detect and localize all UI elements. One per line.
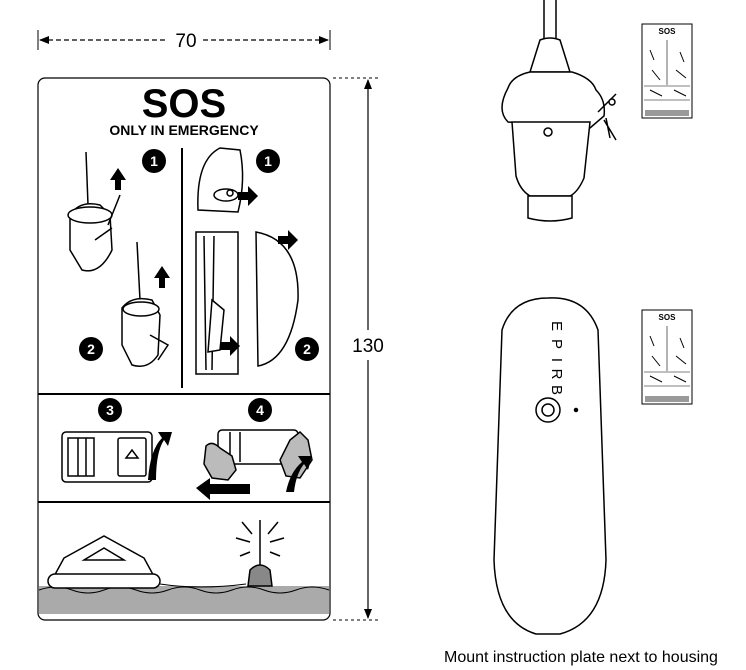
activation-switch-illustration	[62, 432, 152, 482]
step-3-badge: 3	[98, 398, 122, 422]
svg-text:2: 2	[87, 341, 95, 357]
svg-text:4: 4	[256, 402, 264, 418]
mini-instruction-plate-top: SOS	[642, 24, 692, 118]
water-band	[39, 586, 329, 614]
plate-subtitle: ONLY IN EMERGENCY	[109, 122, 259, 138]
caption: Mount instruction plate next to housing	[444, 649, 718, 667]
height-label: 130	[352, 336, 384, 357]
svg-text:P: P	[548, 339, 565, 349]
svg-text:2: 2	[303, 341, 311, 357]
instruction-plate: SOS ONLY IN EMERGENCY 1 1 2 2 3 4	[38, 78, 330, 620]
height-dimension: 130	[333, 78, 384, 620]
step-4-badge: 4	[248, 398, 272, 422]
svg-text:B: B	[548, 385, 565, 395]
svg-text:SOS: SOS	[659, 313, 677, 322]
svg-text:1: 1	[150, 153, 158, 169]
svg-text:R: R	[548, 369, 565, 380]
plate-title: SOS	[142, 82, 226, 126]
svg-text:SOS: SOS	[659, 27, 677, 36]
width-label: 70	[175, 31, 196, 52]
svg-text:E: E	[548, 321, 565, 331]
step-1-left-badge: 1	[142, 149, 166, 173]
svg-text:1: 1	[264, 153, 272, 169]
svg-text:3: 3	[106, 402, 114, 418]
mini-instruction-plate-front: SOS	[642, 310, 692, 404]
step-2-right-badge: 2	[295, 337, 319, 361]
beacon-bracket-view	[502, 0, 616, 221]
step-1-right-badge: 1	[256, 149, 280, 173]
step-2-left-badge: 2	[79, 337, 103, 361]
width-dimension: 70	[38, 30, 330, 52]
svg-text:I: I	[548, 358, 565, 362]
